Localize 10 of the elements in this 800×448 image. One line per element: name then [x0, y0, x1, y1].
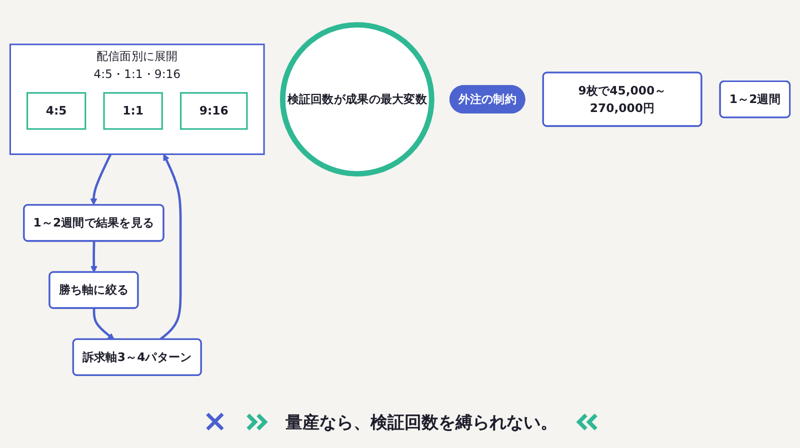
node-box: 4:5	[26, 92, 86, 130]
arrow	[90, 154, 112, 206]
arrow	[92, 308, 114, 340]
node-box: 9:16	[180, 92, 248, 130]
note-text: 量産なら、検証回数を縛られない。	[286, 412, 558, 434]
arrow	[160, 154, 182, 340]
arrow	[90, 241, 98, 273]
multiply-sign: ×	[202, 405, 228, 439]
node-circle: 検証回数が成果の最大変数	[280, 22, 434, 177]
node-box: 1:1	[103, 92, 163, 130]
